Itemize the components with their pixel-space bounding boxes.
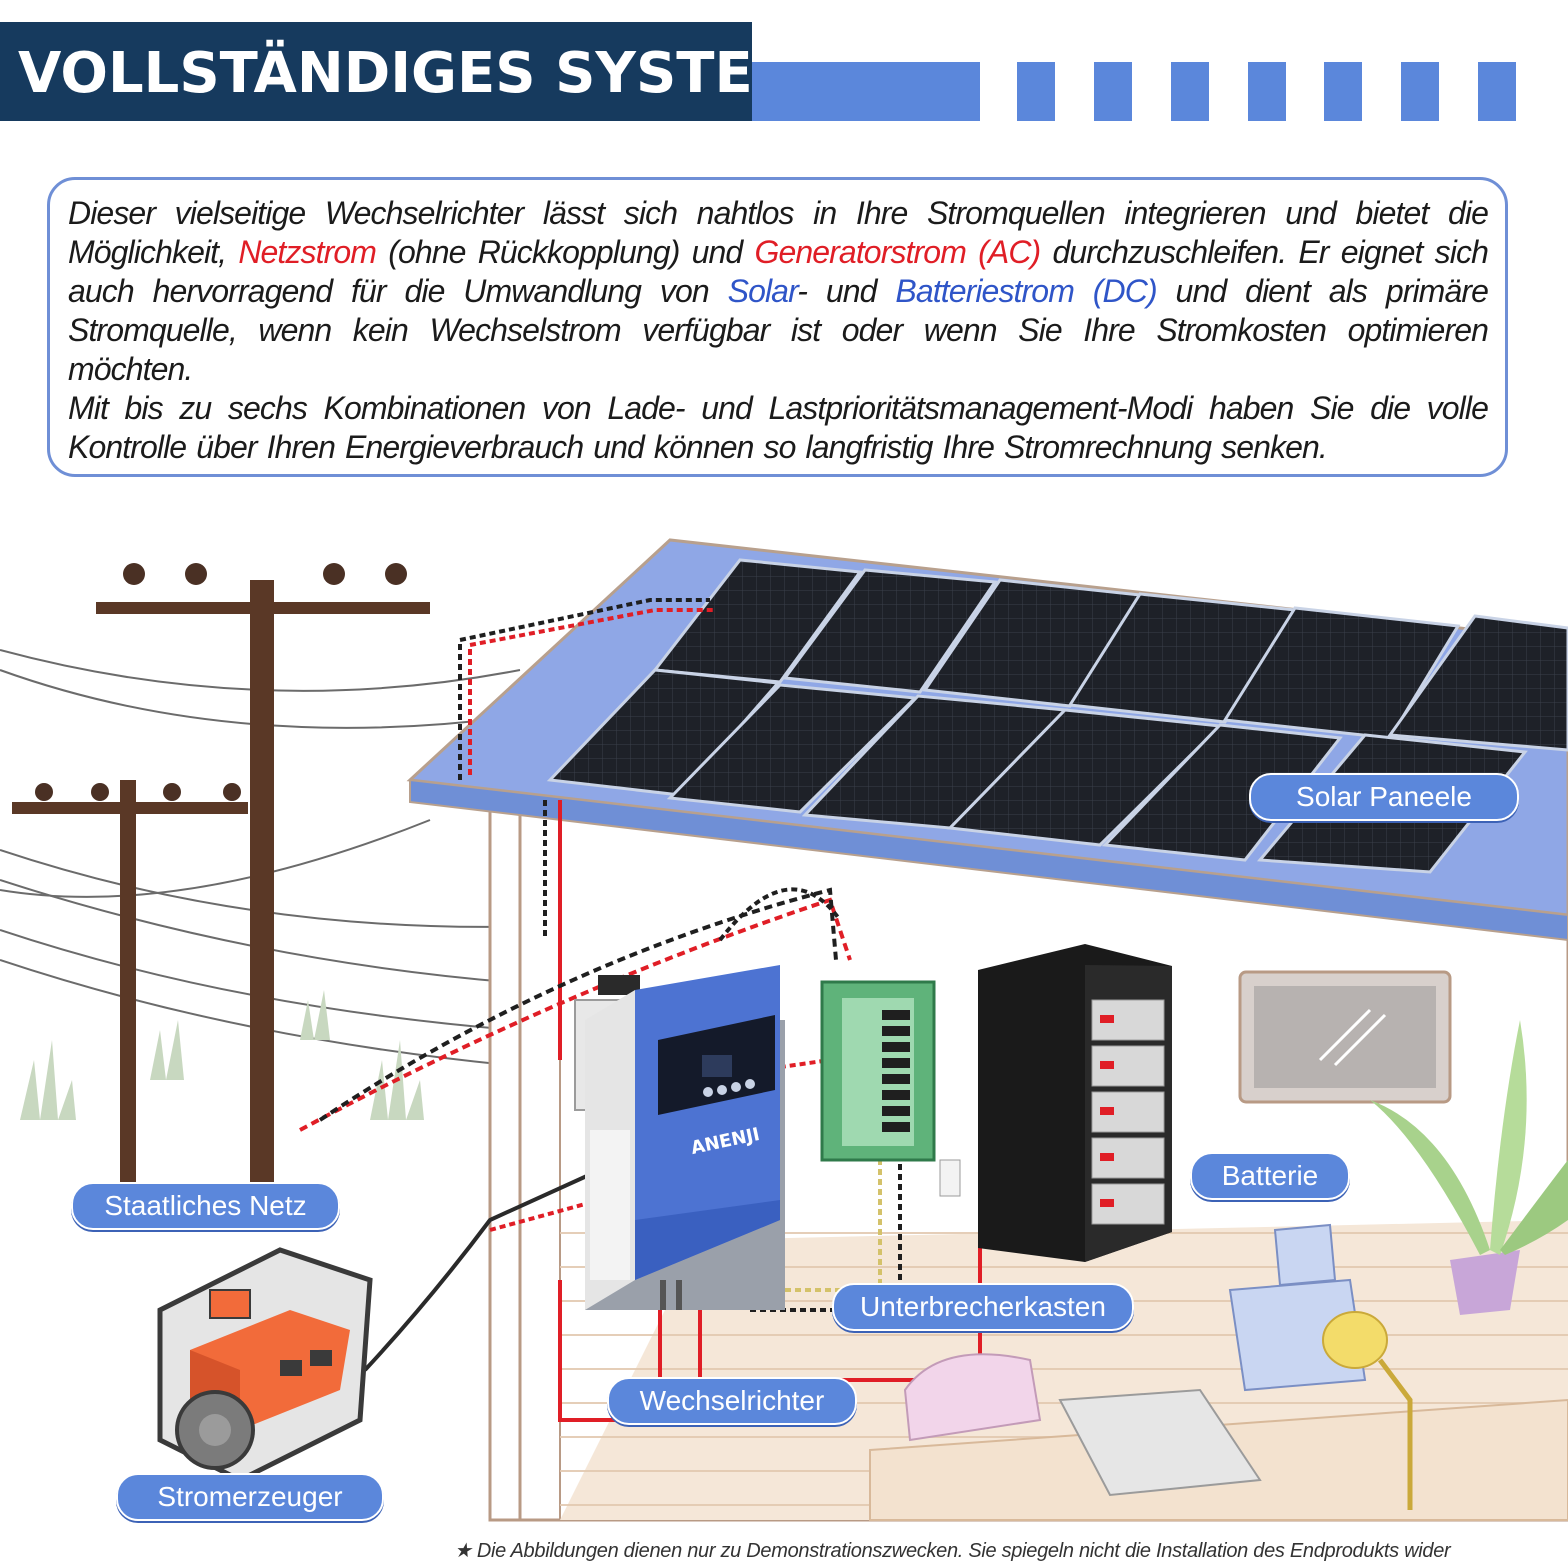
header-bar (0, 22, 752, 121)
intro-text-box: Dieser vielseitige Wechselrichter lässt … (47, 177, 1508, 477)
intro-text-run: und dient als primäre Stromquelle, wenn … (68, 273, 1489, 387)
breaker-box (820, 980, 961, 1197)
intro-text-run: Batteriestrom (DC) (895, 273, 1157, 309)
potted-plant (1370, 1020, 1568, 1315)
intro-text-run: durchzuschleifen. Er eignet sich auch he… (68, 234, 1489, 309)
intro-paragraph-2: Mit bis zu sechs Kombinationen von Lade-… (68, 390, 1489, 465)
intro-text-run: - und (797, 273, 896, 309)
label-public-grid: Staatliches Netz (71, 1182, 340, 1230)
label-inverter: Wechselrichter (607, 1377, 857, 1425)
label-generator: Stromerzeuger (116, 1473, 384, 1521)
header-decor-square (1171, 62, 1209, 121)
page-title: VOLLSTÄNDIGES SYSTEM (18, 41, 809, 106)
intro-paragraph-1: Dieser vielseitige Wechselrichter lässt … (68, 194, 1489, 389)
header-decor-square (1017, 62, 1055, 121)
office-furniture (869, 1223, 1568, 1521)
system-diagram: ANENJI (0, 538, 1568, 1522)
intro-text-run: Netzstrom (238, 234, 377, 270)
inverter-device: ANENJI (574, 965, 785, 1310)
intro-text-run: Dieser vielseitige Wechselrichter lässt … (68, 195, 1489, 270)
utility-pole-left (12, 780, 248, 1200)
window (1238, 970, 1452, 1104)
utility-pole-right (96, 563, 430, 1190)
generator (157, 1247, 373, 1483)
header-decor-square (1248, 62, 1286, 121)
battery-rack (978, 944, 1172, 1262)
cables (299, 598, 982, 1422)
intro-text-run: Solar (727, 273, 799, 309)
solar-panels (546, 558, 1568, 874)
header-decor-square (1094, 62, 1132, 121)
disclaimer-footnote: ★ Die Abbildungen dienen nur zu Demonstr… (454, 1540, 1451, 1562)
label-battery: Batterie (1190, 1152, 1350, 1200)
label-solar-panels: Solar Paneele (1249, 773, 1519, 821)
label-breaker-box: Unterbrecherkasten (832, 1283, 1134, 1331)
header-decor-square (1401, 62, 1439, 121)
header-decor-strip (752, 62, 980, 121)
intro-text-run: (ohne Rückkopplung) und (376, 234, 755, 270)
intro-text-run: Generatorstrom (AC) (754, 234, 1041, 270)
grass (20, 990, 424, 1120)
header-decor-square (1324, 62, 1362, 121)
header-decor-square (1478, 62, 1516, 121)
